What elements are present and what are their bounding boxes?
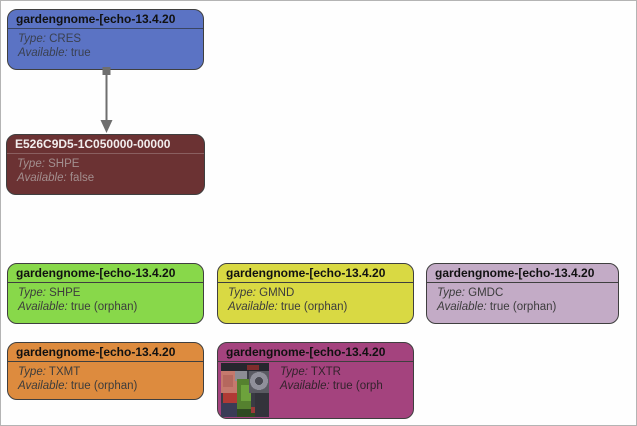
available-row: Available: true (orphan)	[437, 300, 614, 314]
available-row: Available: true (orphan)	[18, 379, 199, 393]
node-shpe-instance[interactable]: E526C9D5-1C050000-00000 Type: SHPE Avail…	[6, 134, 205, 195]
type-value: TXMT	[48, 366, 81, 378]
available-label: Available:	[17, 172, 67, 184]
type-label: Type:	[18, 287, 46, 299]
node-title: gardengnome-[echo-13.4.20	[8, 343, 203, 362]
available-value: true (orph	[332, 380, 383, 392]
node-txmt[interactable]: gardengnome-[echo-13.4.20 Type: TXMT Ava…	[7, 342, 204, 400]
available-row: Available: false	[17, 171, 200, 185]
node-title: E526C9D5-1C050000-00000	[7, 135, 204, 154]
type-value: SHPE	[48, 158, 80, 170]
type-row: Type: TXMT	[18, 365, 199, 379]
available-label: Available:	[228, 301, 278, 313]
type-row: Type: GMDC	[437, 286, 614, 300]
type-value: GMDC	[468, 287, 504, 299]
available-row: Available: true (orphan)	[228, 300, 409, 314]
node-gmnd[interactable]: gardengnome-[echo-13.4.20 Type: GMND Ava…	[217, 263, 414, 324]
type-label: Type:	[17, 158, 45, 170]
type-label: Type:	[280, 366, 308, 378]
node-cres[interactable]: gardengnome-[echo-13.4.20 Type: CRES Ava…	[7, 9, 204, 70]
available-label: Available:	[18, 47, 68, 59]
available-value: false	[69, 172, 95, 184]
available-row: Available: true (orphan)	[18, 300, 199, 314]
type-label: Type:	[18, 33, 46, 45]
type-label: Type:	[228, 287, 256, 299]
available-row: Available: true	[18, 46, 199, 60]
type-label: Type:	[437, 287, 465, 299]
type-row: Type: TXTR	[280, 365, 409, 379]
type-row: Type: SHPE	[18, 286, 199, 300]
type-value: TXTR	[310, 366, 341, 378]
texture-thumbnail	[221, 363, 269, 417]
node-title: gardengnome-[echo-13.4.20	[427, 264, 618, 283]
available-label: Available:	[18, 380, 68, 392]
type-row: Type: SHPE	[17, 157, 200, 171]
available-label: Available:	[280, 380, 330, 392]
type-label: Type:	[18, 366, 46, 378]
connector-arrow	[100, 67, 113, 133]
type-row: Type: GMND	[228, 286, 409, 300]
node-txtr[interactable]: gardengnome-[echo-13.4.20 Type: TXTR Ava…	[217, 342, 414, 419]
type-value: SHPE	[49, 287, 81, 299]
node-title: gardengnome-[echo-13.4.20	[8, 264, 203, 283]
type-value: CRES	[49, 33, 82, 45]
node-title: gardengnome-[echo-13.4.20	[8, 10, 203, 29]
type-value: GMND	[259, 287, 295, 299]
available-value: true (orphan)	[489, 301, 557, 313]
available-label: Available:	[437, 301, 487, 313]
available-value: true	[70, 47, 91, 59]
available-value: true (orphan)	[70, 380, 138, 392]
available-value: true (orphan)	[70, 301, 138, 313]
node-shpe-orphan[interactable]: gardengnome-[echo-13.4.20 Type: SHPE Ava…	[7, 263, 204, 324]
available-row: Available: true (orph	[280, 379, 409, 393]
available-label: Available:	[18, 301, 68, 313]
type-row: Type: CRES	[18, 32, 199, 46]
node-title: gardengnome-[echo-13.4.20	[218, 343, 413, 362]
available-value: true (orphan)	[280, 301, 348, 313]
node-title: gardengnome-[echo-13.4.20	[218, 264, 413, 283]
node-gmdc[interactable]: gardengnome-[echo-13.4.20 Type: GMDC Ava…	[426, 263, 619, 324]
